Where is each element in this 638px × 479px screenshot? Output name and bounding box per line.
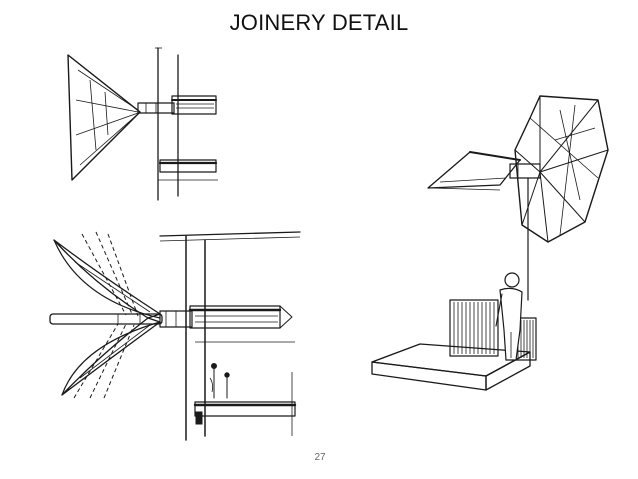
sketch-bottom-left-joint — [49, 231, 301, 441]
page-number: 27 — [314, 452, 326, 463]
person-figure — [495, 272, 523, 361]
sketch-top-left-joint — [67, 47, 218, 201]
sketch-right-perspective — [371, 95, 609, 391]
slide-title: JOINERY DETAIL — [229, 10, 409, 35]
back-panel-hatching — [453, 302, 495, 354]
